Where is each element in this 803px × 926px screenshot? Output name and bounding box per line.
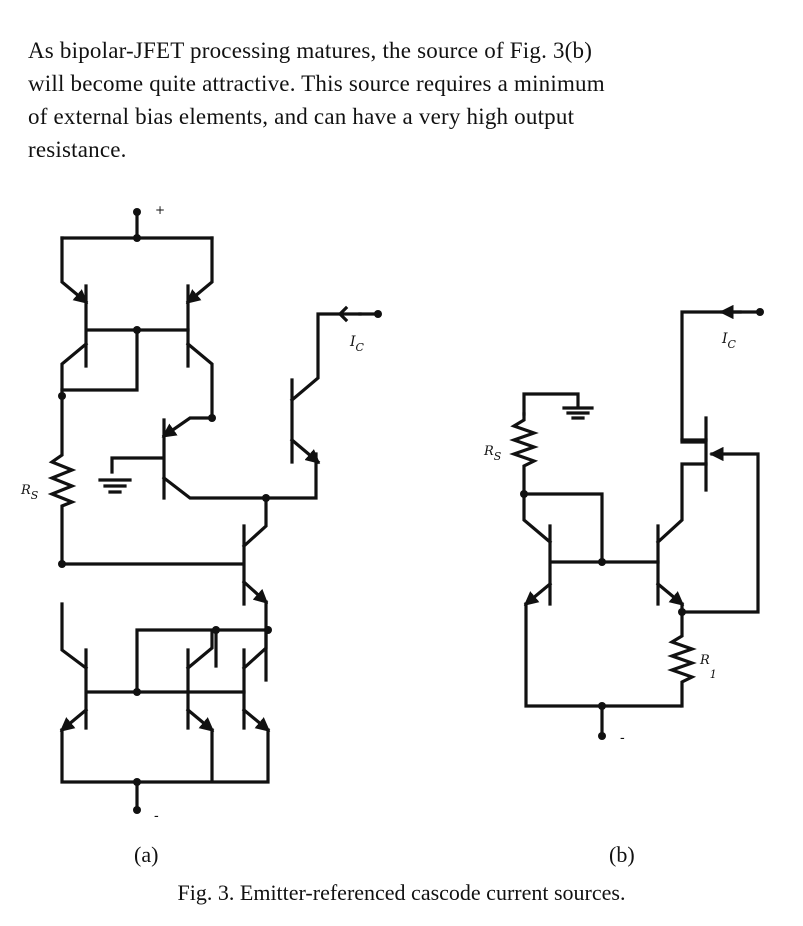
paragraph-line: will become quite attractive. This sourc… (28, 71, 605, 96)
rs-label-b: RS (483, 444, 502, 463)
figure-b-label: (b) (609, 842, 635, 867)
supply-minus-label-a: - (154, 808, 159, 824)
figure-caption: Fig. 3. Emitter-referenced cascode curre… (177, 880, 626, 905)
paragraph-line: of external bias elements, and can have … (28, 104, 575, 129)
circuit-a-nodes (58, 208, 382, 814)
r1-label-b: R1 (699, 653, 717, 681)
supply-minus-label-b: - (620, 730, 625, 746)
ic-label-b: IC (721, 331, 737, 351)
supply-plus-label: + (155, 203, 165, 217)
figure-a-label: (a) (134, 842, 159, 867)
body-paragraph: As bipolar-JFET processing matures, the … (28, 34, 788, 166)
circuit-b-nodes (520, 308, 764, 740)
rs-label-a: RS (20, 483, 39, 502)
ic-label-a: IC (349, 334, 365, 354)
paragraph-line: As bipolar-JFET processing matures, the … (28, 38, 593, 63)
circuit-b (509, 304, 762, 738)
circuit-a (47, 210, 380, 812)
paragraph-line: resistance. (28, 137, 127, 162)
